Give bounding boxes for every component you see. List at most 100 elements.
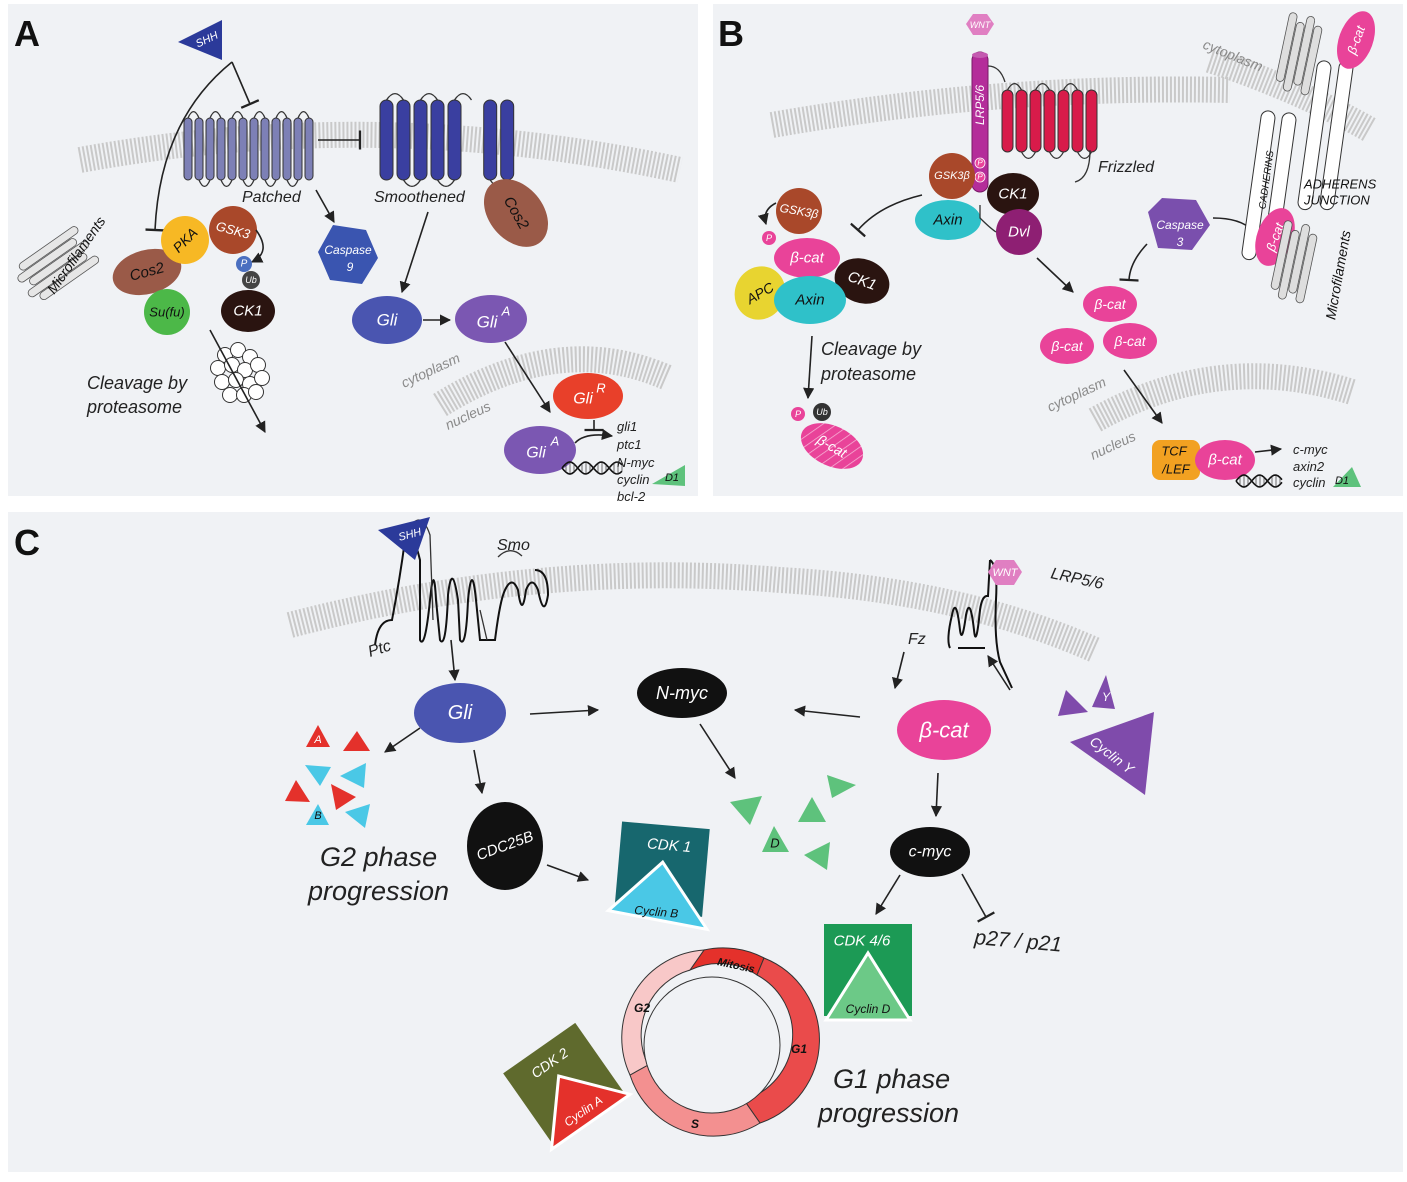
destruction-ck1 <box>834 258 890 304</box>
cell-membrane-b <box>769 76 1231 138</box>
smoothened-helix <box>430 99 445 181</box>
cyclin-d1-triangle <box>652 465 685 486</box>
gli-c-label: Gli <box>448 702 473 724</box>
filament <box>1293 16 1316 86</box>
cyclinb-triangle <box>604 859 711 932</box>
cleavage-arrow-b <box>803 335 815 400</box>
wnt-target-genes: c-myc axin2 cyclin D1 <box>1293 442 1361 490</box>
cyclin-d-triangle <box>730 796 762 825</box>
ubiquitin-label: Ub <box>245 275 257 285</box>
gsk3b-label: GSK3β <box>934 170 970 182</box>
panel-a-label: A <box>14 13 40 54</box>
cyclin-d1-triangle-b <box>1333 467 1361 487</box>
patched-to-caspase9-arrow <box>315 189 335 223</box>
panel-a: A SHH Patched Smoothened Cos2 Microfilam… <box>8 4 698 504</box>
helix-loop <box>264 179 277 188</box>
destruction-axin-label: Axin <box>794 292 824 309</box>
ptc-to-gli-arrow <box>448 639 460 682</box>
proteasome-subunit <box>222 387 238 403</box>
dna-strand <box>561 461 623 475</box>
microfilaments-b-bottom <box>1270 220 1318 304</box>
free-bcat-label: β-cat <box>1050 338 1083 354</box>
cell-cycle-wheel: Mitosis G1 S G2 <box>621 947 820 1137</box>
proteasome-subunit <box>214 374 230 390</box>
lrp56-coreceptor: LRP5/6 P P <box>971 51 989 193</box>
target-gene: axin2 <box>1293 459 1325 474</box>
filament <box>1288 224 1311 294</box>
glia-nuclear-superscript: A <box>550 434 560 449</box>
dvl-to-bcat-arrow <box>1036 257 1074 293</box>
cyclin-b-triangle <box>345 804 370 828</box>
d1-label-b: D1 <box>1335 475 1349 487</box>
shh-ligand-c: SHH <box>378 517 430 560</box>
cyclin-a-triangle <box>343 731 370 751</box>
bcat-to-nucleus-arrow <box>1123 369 1163 424</box>
glir-label: Gli <box>573 391 593 408</box>
smo-tail <box>479 609 488 641</box>
filament <box>1282 22 1305 92</box>
helix-loop <box>286 179 299 188</box>
lrp-phospho1: P <box>977 159 983 168</box>
panel-b-label: B <box>718 13 744 54</box>
frizzled-helix <box>1043 89 1056 153</box>
junction-bcat-top: β-cat <box>1337 11 1375 69</box>
microfilaments-a <box>17 226 100 301</box>
filament <box>29 240 89 286</box>
cyclin-d-triangle <box>804 842 830 870</box>
filament <box>1295 233 1318 304</box>
cmyc-node: c-myc <box>890 827 970 877</box>
bcat-to-cmyc-arrow <box>930 772 943 818</box>
dna-icon <box>561 461 623 475</box>
caspase3-inhibits-bcat-arrow <box>1119 243 1148 282</box>
helix-loop <box>209 110 222 119</box>
smo-label: Smo <box>497 537 530 554</box>
microfilaments-b-top <box>1275 12 1323 96</box>
caspase3-label-line2: 3 <box>1177 235 1184 249</box>
frizzled-helix <box>1001 89 1014 153</box>
smoothened-helix <box>379 99 394 181</box>
axin-label: Axin <box>932 212 962 229</box>
helix-loop <box>1034 82 1051 91</box>
ptc-label: Ptc <box>366 637 393 660</box>
patched-receptor <box>183 110 314 188</box>
target-gene: bcl-2 <box>617 489 646 504</box>
patched-helix <box>183 117 193 181</box>
caspase-9: Caspase 9 <box>318 225 378 284</box>
cos2-sufu-complex: Cos2 PKA GSK3 Su(fu) P Ub CK1 <box>112 206 275 335</box>
g1-label: G1 <box>791 1042 807 1056</box>
cyclin-a-triangle <box>285 780 310 802</box>
frizzled-receptor <box>1001 82 1098 160</box>
glia-label: Gli <box>477 313 499 332</box>
g2-label: G2 <box>634 1001 650 1015</box>
filament <box>1275 12 1298 82</box>
pka-node <box>161 216 209 264</box>
gli-to-cyclins-arrow <box>384 727 421 753</box>
smoothened-to-gli-arrow <box>399 211 429 294</box>
helix-loop <box>1048 151 1065 160</box>
cdk2-cyclina-complex: CDK 2 Cyclin A <box>503 1022 634 1153</box>
destruction-gsk3b-label: GSK3β <box>779 201 820 222</box>
bcat-c-label: β-cat <box>918 718 969 743</box>
frizzled-tail <box>1074 149 1091 183</box>
patched-helix <box>227 117 237 181</box>
degraded-bcat: P Ub β-cat <box>791 403 864 469</box>
panel-b: B WNT LRP5/6 P P Frizzled GSK3β CK1 <box>713 4 1403 496</box>
cdk46-cyclind-complex: CDK 4/6 Cyclin D <box>823 924 913 1022</box>
cdc25b-to-cdk1-arrow <box>546 864 590 882</box>
cyclinb-label: Cyclin B <box>634 903 679 921</box>
filament <box>27 252 88 298</box>
proteasome-subunit <box>254 370 270 386</box>
patched-helix <box>238 117 248 181</box>
s-label: S <box>691 1117 699 1131</box>
proteasome-subunit <box>228 372 244 388</box>
smoothened-label: Smoothened <box>374 189 466 206</box>
cycle-mitosis <box>688 947 765 976</box>
cleavage-label-b-line1: Cleavage by <box>821 339 922 359</box>
complex-inhibits-destruction-arrow <box>850 194 923 238</box>
gli-target-genes: gli1 ptc1 N-myc cyclin bcl-2 D1 <box>616 419 685 504</box>
cyclin-b-triangle <box>306 804 329 825</box>
gli-to-cdc25b-arrow <box>473 749 486 795</box>
cyclin-d-triangle <box>827 775 856 798</box>
filament <box>1300 25 1323 96</box>
phospho-node <box>236 256 252 272</box>
